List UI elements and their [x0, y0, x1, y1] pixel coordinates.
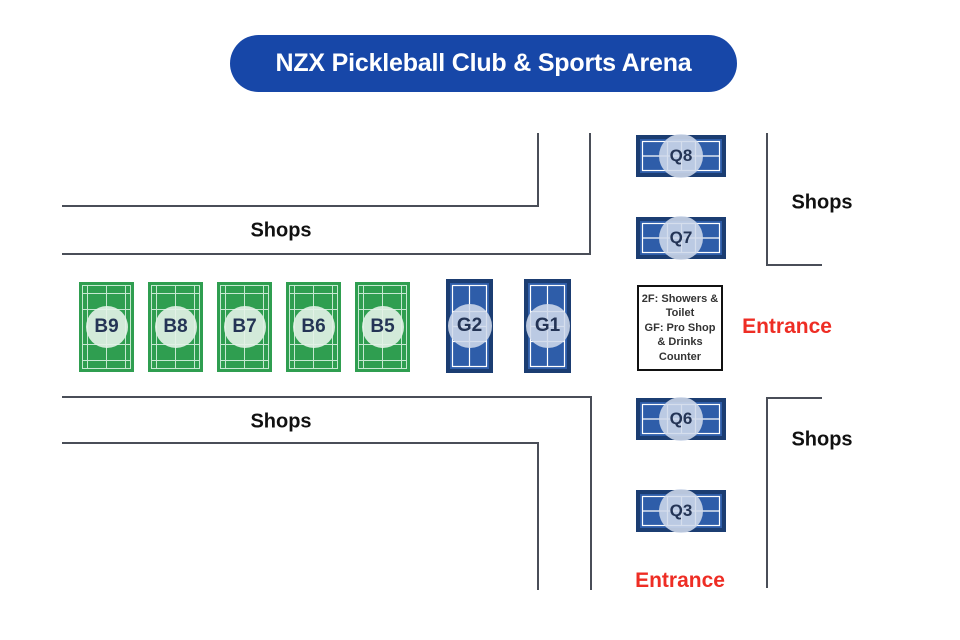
court-q3: Q3 [636, 489, 726, 533]
court-b5-label: B5 [361, 306, 404, 348]
court-q3-label: Q3 [659, 489, 703, 533]
wall-bottom-right [766, 397, 822, 588]
arena-title-banner: NZX Pickleball Club & Sports Arena [230, 35, 737, 92]
facilities-info-box: 2F: Showers & Toilet GF: Pro Shop & Drin… [637, 285, 723, 371]
shops-label-right-top: Shops [791, 191, 853, 214]
wall-top-corridor-outer [62, 133, 591, 255]
court-g1-label: G1 [525, 304, 570, 348]
info-line: Toilet [665, 307, 695, 320]
entrance-label-right: Entrance [742, 315, 832, 338]
court-q6-label: Q6 [659, 397, 703, 441]
entrance-label-bottom: Entrance [635, 569, 725, 592]
arena-title: NZX Pickleball Club & Sports Arena [275, 49, 692, 77]
court-q6: Q6 [636, 397, 726, 441]
info-line: 2F: Showers & [641, 292, 719, 305]
shops-label-top: Shops [250, 219, 312, 242]
court-b6-label: B6 [292, 306, 335, 348]
info-line: GF: Pro Shop [644, 321, 716, 334]
court-b5: B5 [355, 282, 410, 372]
info-line: & Drinks [657, 336, 703, 349]
court-b6: B6 [286, 282, 341, 372]
court-b8-label: B8 [154, 306, 197, 348]
court-q7-label: Q7 [659, 216, 703, 260]
wall-bottom-corridor-outer [62, 396, 592, 590]
court-g2-label: G2 [447, 304, 492, 348]
court-b9-label: B9 [85, 306, 128, 348]
wall-bottom-corridor-inner [62, 442, 539, 590]
court-q8-label: Q8 [659, 134, 703, 178]
court-b7-label: B7 [223, 306, 266, 348]
wall-top-corridor-inner [62, 133, 539, 207]
court-b9: B9 [79, 282, 134, 372]
court-b8: B8 [148, 282, 203, 372]
court-g1: G1 [524, 279, 571, 373]
shops-label-bottom: Shops [250, 410, 312, 433]
court-q7: Q7 [636, 216, 726, 260]
court-g2: G2 [446, 279, 493, 373]
court-b7: B7 [217, 282, 272, 372]
court-q8: Q8 [636, 134, 726, 178]
info-line: Counter [658, 350, 702, 363]
shops-label-right-bottom: Shops [791, 428, 853, 451]
